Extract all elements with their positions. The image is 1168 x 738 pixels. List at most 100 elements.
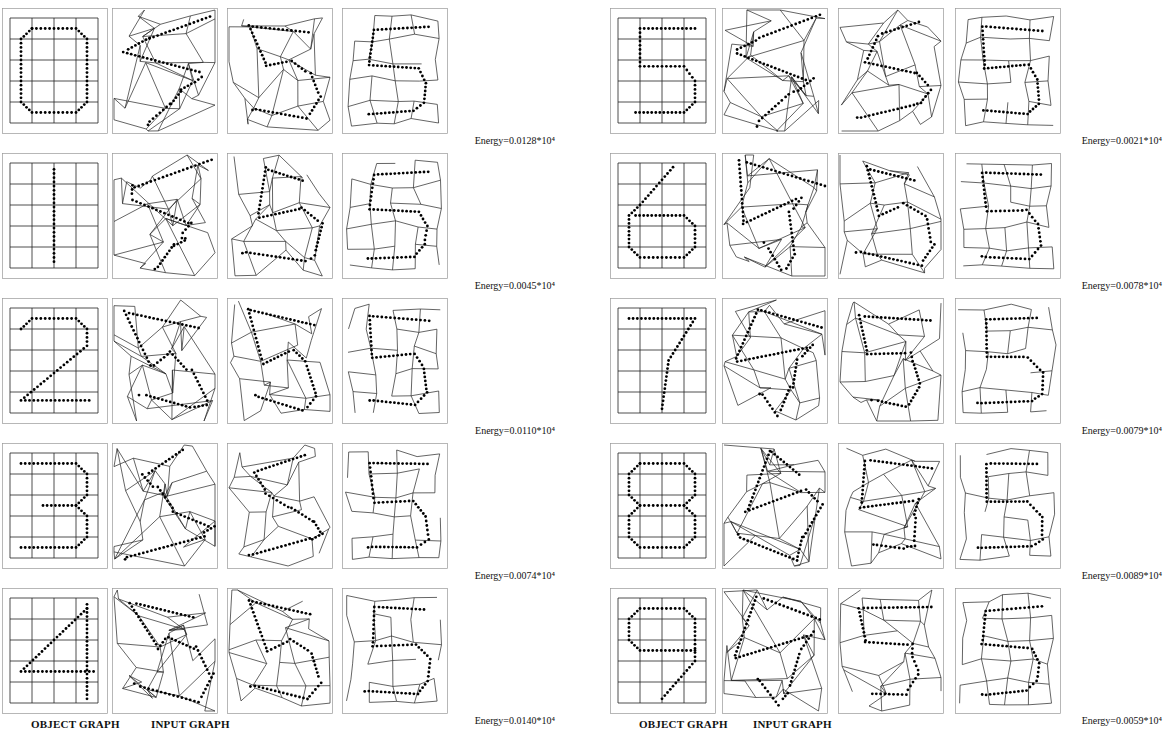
digit-dot: [86, 42, 89, 45]
graph-edge: [727, 79, 761, 117]
digit-dot: [178, 451, 181, 454]
digit-dot: [31, 27, 34, 30]
graph-edge: [298, 101, 323, 106]
digit-dot: [53, 244, 56, 247]
digit-dot: [138, 55, 141, 58]
graph-edge: [746, 41, 804, 58]
graph-edge: [114, 552, 115, 559]
digit-dot: [383, 546, 386, 549]
digit-dot: [385, 173, 388, 176]
digit-dot: [20, 328, 23, 331]
digit-dot: [155, 209, 158, 212]
digit-dot: [86, 693, 89, 696]
graph-edge: [393, 517, 394, 534]
digit-dot: [86, 603, 89, 606]
digit-dot: [191, 518, 194, 521]
digit-dot: [639, 48, 642, 51]
digit-dot: [53, 172, 56, 175]
digit-dot: [740, 54, 743, 57]
digit-dot: [49, 399, 52, 402]
digit-dot: [86, 665, 89, 668]
digit-dot: [75, 546, 78, 549]
digit-dot: [278, 212, 281, 215]
graph-edge: [373, 39, 390, 42]
graph-edge: [231, 363, 240, 379]
digit-dot: [80, 541, 83, 544]
digit-dot: [181, 449, 184, 452]
digit-dot: [414, 503, 417, 506]
digit-dot: [274, 646, 277, 649]
digit-dot: [312, 399, 315, 402]
digit-dot: [422, 512, 425, 515]
digit-dot: [133, 609, 136, 612]
digit-dot: [389, 28, 392, 31]
digit-dot: [164, 496, 167, 499]
digit-dot: [319, 230, 322, 233]
digit-dot: [259, 50, 262, 53]
digit-dot: [654, 111, 657, 114]
digit-dot: [389, 172, 392, 175]
digit-dot: [376, 645, 379, 648]
digit-dot: [320, 226, 323, 229]
graph-edge: [160, 492, 164, 517]
digit-dot: [47, 644, 50, 647]
digit-dot: [370, 340, 373, 343]
digit-dot: [286, 174, 289, 177]
digit-dot: [204, 395, 207, 398]
graph-edge: [117, 590, 118, 599]
digit-dot: [150, 549, 153, 552]
digit-dot: [270, 214, 273, 217]
graph-edge: [261, 382, 271, 411]
digit-dot: [415, 252, 418, 255]
graph-edge: [241, 688, 255, 701]
digit-dot: [423, 376, 426, 379]
digit-dot: [425, 388, 428, 391]
graph-edge: [242, 467, 251, 476]
digit-dot: [181, 237, 184, 240]
digit-dot: [292, 542, 295, 545]
digit-dot: [369, 323, 372, 326]
digit-dot: [83, 470, 86, 473]
digit-dot: [406, 644, 409, 647]
digit-dot: [304, 260, 307, 263]
digit-dot: [53, 168, 56, 171]
digit-dot: [86, 660, 89, 663]
digit-dot: [373, 174, 376, 177]
graph-edge: [172, 370, 173, 420]
digit-dot: [45, 462, 48, 465]
digit-dot: [49, 546, 52, 549]
digit-dot: [58, 462, 61, 465]
digit-dot: [70, 462, 73, 465]
digit-dot: [371, 36, 374, 39]
graph-edge: [117, 643, 136, 667]
graph-edge: [397, 450, 398, 473]
digit-dot: [142, 349, 145, 352]
graph-edge: [415, 160, 437, 162]
digit-dot: [193, 326, 196, 329]
digit-dot: [367, 546, 370, 549]
digit-dot: [301, 179, 304, 182]
object-graph: [10, 598, 98, 703]
graph-edge: [352, 123, 378, 126]
digit-dot: [177, 359, 180, 362]
digit-dot: [195, 537, 198, 540]
digit-dot: [303, 454, 306, 457]
graph-edge: [114, 590, 117, 597]
digit-dot: [199, 522, 202, 525]
digit-dot: [147, 472, 150, 475]
digit-dot: [159, 262, 162, 265]
digit-dot: [166, 62, 169, 65]
digit-dot: [185, 644, 188, 647]
digit-dot: [131, 199, 134, 202]
digit-dot: [297, 408, 300, 411]
digit-dot: [166, 174, 169, 177]
digit-dot: [372, 113, 375, 116]
graph-edge: [415, 34, 440, 38]
digit-dot: [423, 94, 426, 97]
digit-dot: [376, 64, 379, 67]
digit-dot: [381, 173, 384, 176]
digit-dot: [53, 546, 56, 549]
digit-dot: [414, 608, 417, 611]
digit-dot: [405, 66, 408, 69]
